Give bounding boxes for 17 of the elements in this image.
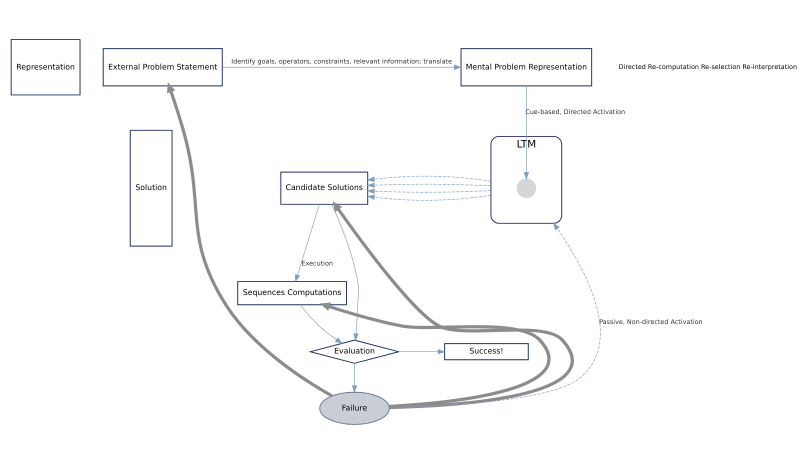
arrow: [294, 204, 320, 282]
arrow: [366, 188, 492, 194]
arrow: [332, 200, 574, 409]
arrow: [398, 348, 446, 354]
cluster: LTM: [490, 135, 562, 224]
arrow: [331, 204, 359, 341]
arrow: [352, 362, 358, 393]
arrow: [524, 85, 530, 180]
arrow: [166, 82, 333, 397]
arrow: [366, 194, 492, 200]
arrow: [366, 175, 492, 182]
arrow: [300, 304, 343, 344]
node-circle: [516, 178, 536, 198]
arrow: [366, 182, 492, 188]
arrow: [222, 64, 462, 70]
arrow: [320, 302, 550, 408]
arrow: [388, 222, 601, 408]
